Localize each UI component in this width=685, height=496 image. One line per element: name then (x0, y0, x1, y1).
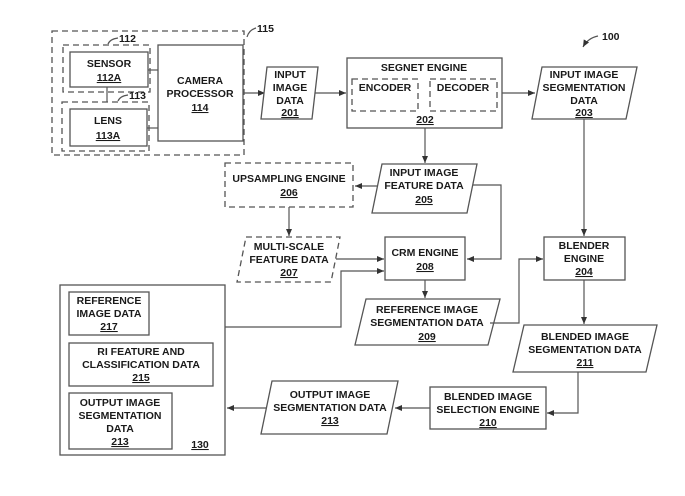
camera-processor-label-2: PROCESSOR (166, 88, 234, 100)
ri-feature-label-2: CLASSIFICATION DATA (82, 359, 200, 371)
reference-image-segmentation-ref: 209 (418, 331, 436, 343)
output-segmentation-box (68, 392, 173, 450)
sensor-box (69, 51, 149, 88)
multi-scale-feature-ref: 207 (280, 267, 298, 279)
blender-engine-label-2: ENGINE (564, 253, 604, 265)
output-image-segmentation-data: OUTPUT IMAGE SEGMENTATION DATA 213 (260, 380, 399, 435)
lens-group-ref: 113 (129, 90, 146, 102)
reference-image-data-box (68, 291, 150, 336)
input-image-segmentation-label-1: INPUT IMAGE (550, 69, 619, 81)
upsampling-engine: UPSAMPLING ENGINE 206 (224, 162, 354, 208)
input-image-feature-label-1: INPUT IMAGE (390, 167, 459, 179)
multi-scale-feature-data: MULTI-SCALE FEATURE DATA 207 (236, 236, 341, 283)
lens-box (69, 108, 148, 147)
blended-image-segmentation-label-1: BLENDED IMAGE (541, 331, 629, 343)
ri-feature-label-1: RI FEATURE AND (97, 346, 185, 358)
lens-label: LENS (94, 115, 122, 127)
blended-image-segmentation-ref: 211 (577, 357, 594, 369)
input-image-feature-label-2: FEATURE DATA (384, 180, 464, 192)
output-segmentation-label-3: DATA (106, 423, 134, 435)
output-image-segmentation-label-1: OUTPUT IMAGE (290, 389, 371, 401)
blended-selection-engine-label-1: BLENDED IMAGE (444, 391, 532, 403)
crm-engine-label: CRM ENGINE (391, 247, 458, 259)
storage-ref: 130 (191, 439, 209, 451)
blended-selection-engine-ref: 210 (479, 417, 497, 429)
camera-group-ref: 115 (257, 23, 274, 35)
figure-ref-100: 100 (582, 31, 620, 48)
figure-ref-label: 100 (602, 31, 620, 43)
input-image-segmentation-label-3: DATA (570, 95, 598, 107)
decoder-label: DECODER (437, 82, 490, 94)
blended-image-segmentation-data: BLENDED IMAGE SEGMENTATION DATA 211 (512, 324, 658, 373)
output-segmentation-label-1: OUTPUT IMAGE (80, 397, 161, 409)
reference-image-data-label-2: IMAGE DATA (77, 308, 142, 320)
blender-engine-ref: 204 (575, 266, 593, 278)
upsampling-engine-ref: 206 (280, 187, 298, 199)
segnet-engine: SEGNET ENGINE ENCODER DECODER 202 (346, 57, 503, 129)
camera-group: 115 112 SENSOR 112A 113 LENS 113A CAMERA… (51, 23, 274, 156)
input-image-data: INPUT IMAGE DATA 201 (260, 66, 319, 120)
encoder-box (351, 78, 419, 112)
segnet-engine-ref: 202 (416, 114, 434, 126)
camera-processor-ref: 114 (192, 102, 209, 114)
segnet-engine-title: SEGNET ENGINE (381, 62, 467, 74)
input-image-feature-data: INPUT IMAGE FEATURE DATA 205 (371, 163, 478, 214)
reference-image-data-ref: 217 (100, 321, 118, 333)
multi-scale-feature-label-1: MULTI-SCALE (254, 241, 324, 253)
reference-image-data-label-1: REFERENCE (77, 295, 142, 307)
crm-engine: CRM ENGINE 208 (384, 236, 466, 281)
camera-processor-label-1: CAMERA (177, 75, 223, 87)
output-segmentation-label-2: SEGMENTATION (78, 410, 161, 422)
lens-ref: 113A (96, 130, 121, 142)
input-image-segmentation-data: INPUT IMAGE SEGMENTATION DATA 203 (531, 66, 638, 120)
input-image-data-label-1: INPUT (274, 69, 306, 81)
output-segmentation-ref: 213 (111, 436, 129, 448)
input-image-segmentation-ref: 203 (575, 107, 593, 119)
input-image-data-ref: 201 (281, 107, 299, 119)
sensor-ref: 112A (97, 72, 122, 84)
crm-engine-ref: 208 (416, 261, 434, 273)
input-image-data-label-2: IMAGE (273, 82, 307, 94)
sensor-group-ref: 112 (119, 33, 136, 45)
input-image-feature-ref: 205 (415, 194, 433, 206)
output-image-segmentation-ref: 213 (321, 415, 339, 427)
ri-feature-ref: 215 (132, 372, 150, 384)
reference-image-segmentation-label-1: REFERENCE IMAGE (376, 304, 478, 316)
decoder-box (429, 78, 498, 112)
reference-image-segmentation-data: REFERENCE IMAGE SEGMENTATION DATA 209 (354, 298, 501, 346)
blended-image-selection-engine: BLENDED IMAGE SELECTION ENGINE 210 (429, 386, 547, 430)
multi-scale-feature-label-2: FEATURE DATA (249, 254, 329, 266)
input-image-segmentation-label-2: SEGMENTATION (542, 82, 625, 94)
reference-image-segmentation-label-2: SEGMENTATION DATA (370, 317, 484, 329)
encoder-label: ENCODER (359, 82, 412, 94)
ri-feature-box (68, 342, 214, 387)
output-image-segmentation-label-2: SEGMENTATION DATA (273, 402, 387, 414)
sensor-label: SENSOR (87, 58, 132, 70)
blender-engine-label-1: BLENDER (559, 240, 610, 252)
storage-130: REFERENCE IMAGE DATA 217 RI FEATURE AND … (59, 284, 226, 456)
camera-processor-box (157, 44, 244, 142)
blender-engine: BLENDER ENGINE 204 (543, 236, 626, 281)
blended-image-segmentation-label-2: SEGMENTATION DATA (528, 344, 642, 356)
input-image-data-label-3: DATA (276, 95, 304, 107)
upsampling-engine-label: UPSAMPLING ENGINE (232, 173, 345, 185)
blended-selection-engine-label-2: SELECTION ENGINE (436, 404, 539, 416)
